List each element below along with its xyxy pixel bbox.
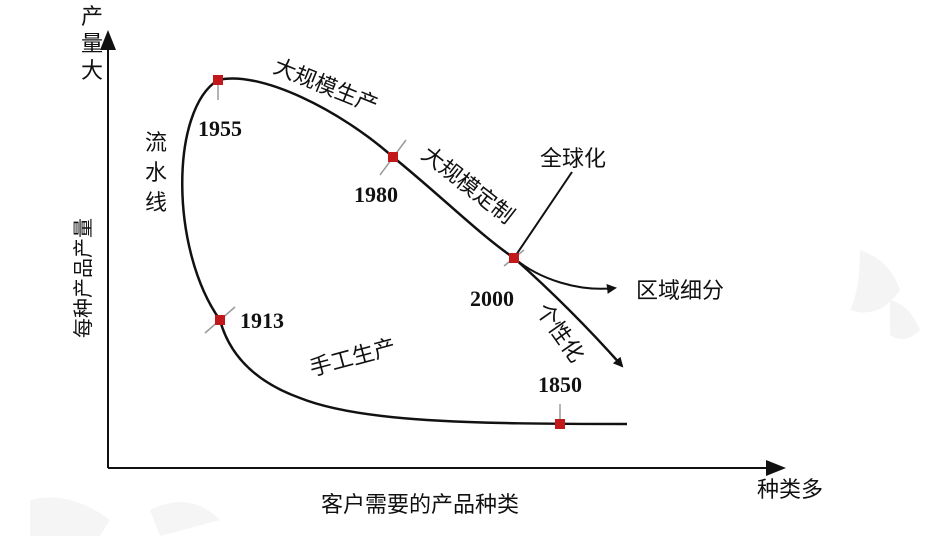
phase-handmade-label: 手工生产	[307, 335, 398, 382]
marker-1850	[555, 419, 565, 429]
phase-assembly-line-char-3: 线	[145, 191, 167, 216]
year-2000-label: 2000	[470, 286, 514, 311]
y-axis-arrow-icon	[100, 30, 116, 50]
marker-1955	[213, 75, 223, 85]
y-axis-top-char-3: 大	[81, 59, 103, 84]
x-axis-end-label: 种类多	[757, 478, 823, 503]
year-1980-label: 1980	[354, 182, 398, 207]
phase-assembly-line-char-2: 水	[145, 161, 167, 186]
year-1913-label: 1913	[240, 308, 284, 333]
phase-mass-customization-label: 大规模定制	[416, 142, 518, 229]
phase-personalization-label: 个性化	[530, 299, 588, 367]
x-axis-arrow-icon	[766, 460, 786, 476]
watermark	[30, 250, 920, 536]
marker-1980	[388, 152, 398, 162]
year-1955-label: 1955	[198, 116, 242, 141]
regional-branch-arrow	[513, 257, 617, 294]
phase-regional-segmentation-label: 区域细分	[636, 279, 724, 304]
personalization-branch-arrow	[513, 257, 624, 368]
y-axis-title: 每种产品产量	[71, 218, 95, 338]
marker-1913	[215, 315, 225, 325]
globalization-branch	[513, 171, 573, 259]
axes	[100, 30, 786, 476]
y-axis-top-char-2: 量	[81, 32, 103, 57]
year-1850-label: 1850	[538, 372, 582, 397]
phase-globalization-label: 全球化	[540, 147, 606, 172]
x-axis-title: 客户需要的产品种类	[321, 493, 519, 518]
marker-2000	[509, 253, 519, 263]
phase-assembly-line-char-1: 流	[145, 131, 167, 156]
y-axis-top-char-1: 产	[81, 5, 103, 30]
